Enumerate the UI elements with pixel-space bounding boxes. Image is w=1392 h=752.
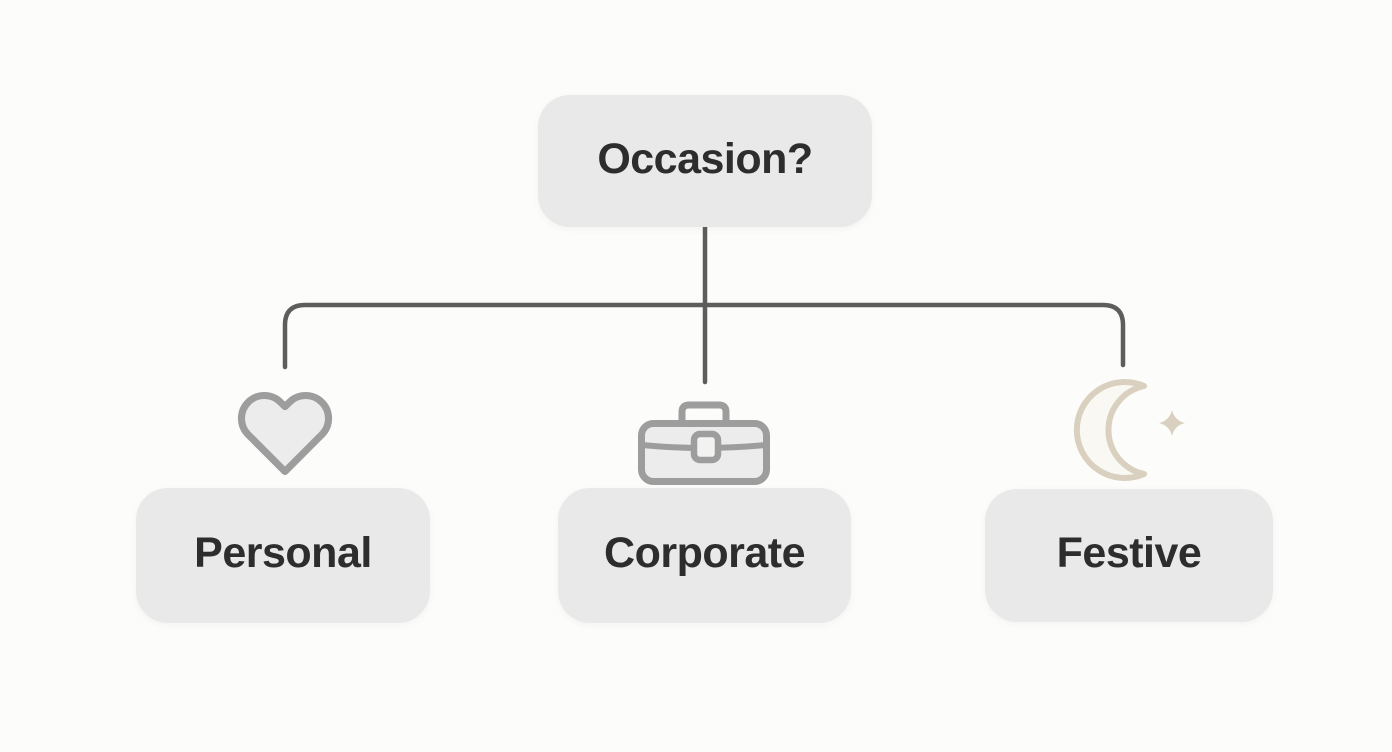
root-node-occasion: Occasion? [538,95,872,227]
crescent-moon-icon [1060,374,1190,490]
node-label: Personal [194,529,372,577]
node-personal: Personal [136,488,430,623]
node-label: Festive [1056,529,1202,577]
sparkle-icon [1159,410,1185,436]
node-label: Corporate [604,529,805,577]
heart-icon [233,383,337,483]
node-festive: Festive [985,489,1273,622]
node-corporate: Corporate [558,488,851,623]
root-node-label: Occasion? [597,134,813,183]
briefcase-icon [636,398,772,490]
